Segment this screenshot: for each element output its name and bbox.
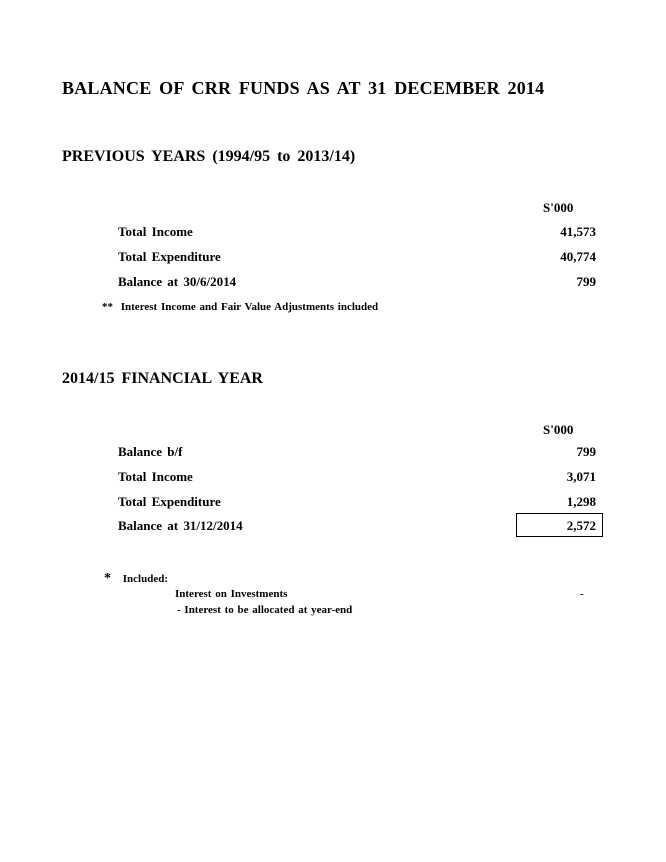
- balance-total-box: [516, 513, 603, 537]
- footnote-line-1-value: -: [580, 588, 584, 600]
- footnote-line-1: Interest on Investments: [175, 588, 288, 600]
- previous-balance-label: Balance at 30/6/2014: [118, 274, 237, 289]
- previous-total-income-value: 41,573: [560, 224, 596, 239]
- fy-total-income-label: Total Income: [118, 469, 193, 484]
- previous-years-heading: PREVIOUS YEARS (1994/95 to 2013/14): [62, 148, 356, 165]
- footnote-header: * Included:: [104, 571, 168, 587]
- footnote-label: Included:: [122, 573, 168, 585]
- note-marker: **: [102, 301, 113, 313]
- financial-year-unit: S'000: [543, 422, 574, 437]
- previous-years-note: ** Interest Income and Fair Value Adjust…: [102, 301, 378, 313]
- fy-balance-value: 2,572: [566, 518, 596, 533]
- note-text: Interest Income and Fair Value Adjustmen…: [120, 301, 379, 313]
- footnote-line-2: - Interest to be allocated at year-end: [177, 604, 353, 616]
- previous-total-expenditure-label: Total Expenditure: [118, 249, 221, 264]
- fy-balance-label: Balance at 31/12/2014: [118, 518, 243, 533]
- footnote-marker: *: [104, 571, 111, 586]
- previous-total-income-label: Total Income: [118, 224, 193, 239]
- previous-years-unit: S'000: [543, 200, 574, 215]
- balance-bf-label: Balance b/f: [118, 444, 183, 459]
- previous-balance-value: 799: [576, 274, 597, 289]
- previous-total-expenditure-value: 40,774: [560, 249, 596, 264]
- balance-bf-value: 799: [576, 444, 597, 459]
- fy-total-expenditure-label: Total Expenditure: [118, 494, 221, 509]
- financial-year-heading: 2014/15 FINANCIAL YEAR: [62, 370, 263, 387]
- fy-total-income-value: 3,071: [566, 469, 596, 484]
- fy-total-expenditure-value: 1,298: [566, 494, 596, 509]
- page-title: BALANCE OF CRR FUNDS AS AT 31 DECEMBER 2…: [62, 78, 545, 98]
